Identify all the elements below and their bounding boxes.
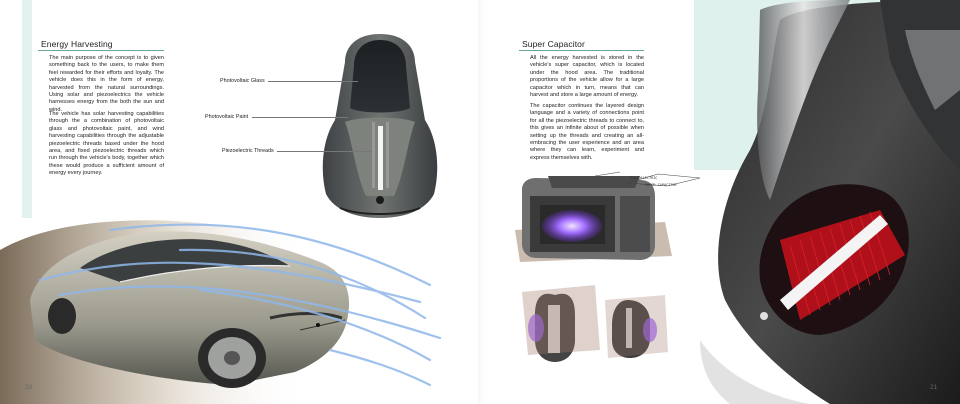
heading-underline [519, 50, 644, 51]
sketch-note-piezoelectric: PIEZOELECTRIC [630, 176, 658, 180]
energy-paragraph-1: The main purpose of the concept is to gi… [49, 55, 164, 113]
super-capacitor-heading: Super Capacitor [522, 39, 585, 49]
energy-harvesting-heading: Energy Harvesting [41, 39, 113, 49]
right-page-number: 21 [930, 384, 938, 391]
left-page-number: 20 [25, 384, 33, 391]
callout-piezoelectric-threads: Piezoelectric Threads [222, 148, 274, 154]
callout-photovoltaic-glass: Photovoltaic Glass [220, 78, 265, 84]
page-gutter [478, 0, 484, 404]
heading-underline [38, 50, 164, 51]
left-accent-panel [22, 0, 32, 218]
capacitor-paragraph-2: The capacitor continues the layered desi… [530, 103, 644, 161]
callout-photovoltaic-paint: Photovoltaic Paint [205, 114, 249, 120]
leader-photovoltaic-glass [268, 81, 358, 82]
energy-paragraph-2: The vehicle has solar harvesting capabil… [49, 111, 164, 177]
sketch-note-super-capacitor: SUPER CAPACITOR [645, 183, 677, 187]
capacitor-paragraph-1: All the energy harvested is stored in th… [530, 55, 644, 99]
leader-photovoltaic-paint [252, 117, 348, 118]
leader-piezoelectric-threads [277, 151, 372, 152]
